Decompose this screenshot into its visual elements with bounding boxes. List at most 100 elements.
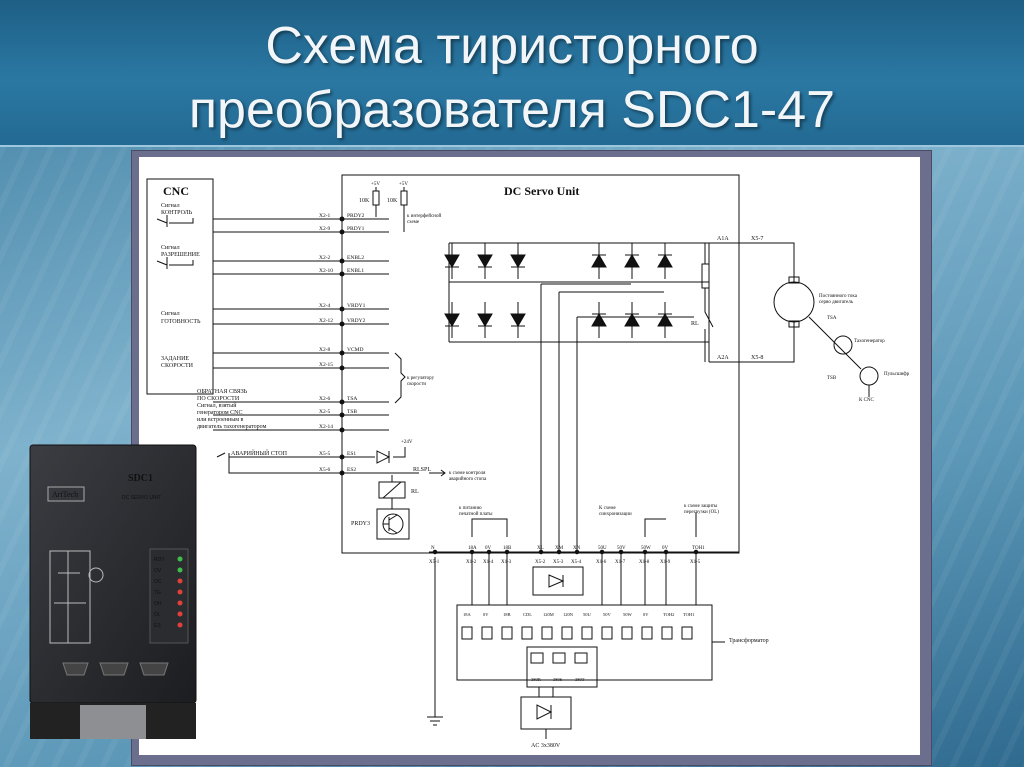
ac-label: AC 3x380V (531, 743, 561, 749)
bottom-net: 50W (641, 546, 651, 551)
pin-net: PRDY2 (347, 213, 365, 219)
motor-label-1: Постоянного тока (819, 294, 858, 299)
tachogenerator (833, 335, 853, 355)
resistor-2 (400, 190, 408, 206)
transformer-net: CDL (523, 612, 532, 617)
pin-dot (339, 229, 345, 235)
pin-number: X2-6 (319, 396, 331, 402)
transformer-winding (501, 626, 513, 640)
relay-coil (382, 481, 402, 499)
note-supply-2: печатной платы (459, 512, 493, 517)
transformer-net: 0V (483, 612, 489, 617)
cnc-box (146, 178, 214, 395)
to-cnc-label: К CNC (859, 398, 875, 403)
bottom-pin: X1-4 (483, 560, 494, 565)
device-led-label: OV (154, 568, 162, 574)
transformer-net: 0V (643, 612, 649, 617)
device-cable-connector (80, 705, 146, 739)
note-interface-1: к интерфейсной (407, 214, 441, 219)
bottom-net: 50U (598, 546, 607, 551)
transformer-winding (581, 626, 593, 640)
pin-dot (339, 427, 345, 433)
signal-control-2: КОНТРОЛЬ (161, 210, 193, 216)
rl-contact-label: RL (691, 321, 699, 327)
thyristor-bridge (444, 243, 673, 338)
pin-dot (339, 365, 345, 371)
cnc-label: CNC (163, 184, 189, 198)
device-subtitle: DC SERVO UNIT (122, 495, 161, 501)
primary-net: 380T (575, 677, 585, 682)
transformer-winding (621, 626, 633, 640)
transformer-winding (481, 626, 493, 640)
x58-label: X5-8 (751, 355, 763, 361)
note-sync-1: К схеме (599, 506, 616, 511)
primary-net: 380R (531, 677, 541, 682)
ground-symbol (427, 557, 443, 726)
device-led-label: OL (154, 612, 161, 618)
device-motor-graphic (88, 567, 104, 583)
slide-title: Схема тиристорного преобразователя SDC1-… (0, 14, 1024, 142)
bottom-dot (538, 549, 544, 555)
pin-number: X2-1 (319, 213, 331, 219)
transistor-leads (383, 514, 398, 534)
bottom-pin: X1-3 (501, 560, 512, 565)
pin-dot (339, 321, 345, 327)
transformer-net: TOH1 (683, 612, 694, 617)
pin-dot (339, 412, 345, 418)
device-illustration: ArtTech SDC1 DC SERVO UNIT RDYOVOCTGOHOL… (29, 444, 197, 739)
x57-label: X5-7 (751, 236, 763, 242)
note-estop-1: к схеме контроля (449, 471, 486, 476)
servo-unit-label: DC Servo Unit (504, 184, 579, 198)
bottom-pin: X5-2 (535, 560, 546, 565)
pin-net: VRDY1 (347, 303, 366, 309)
sync-block (532, 566, 584, 596)
note-interface-2: схеме (407, 220, 420, 225)
bridge-bus (448, 242, 710, 362)
bottom-connector-row: NX5-118AX1-20VX1-418BX1-3XLX5-2XMX5-3XNX… (429, 512, 739, 605)
bottom-net: XM (555, 546, 564, 551)
pin-number: X2-4 (319, 303, 331, 309)
input-block (520, 696, 572, 730)
device-model: SDC1 (128, 473, 153, 484)
regulator-brace (394, 352, 406, 404)
bottom-pin: X1-2 (466, 560, 477, 565)
primary-winding (530, 652, 544, 664)
device-led-panel (149, 548, 189, 644)
signal-control-1: Сигнал (161, 203, 180, 209)
transformer-net: TOH2 (663, 612, 674, 617)
pin-number: X2-8 (319, 347, 331, 353)
device-connectors (62, 662, 169, 676)
note-regulator-1: к регулятору (407, 376, 435, 381)
supply-5v-1: +5V (371, 182, 380, 187)
estop-diode (376, 450, 391, 464)
resistor-2-label: 10K (387, 198, 398, 204)
signal-feedback-3: Сигнал, взятый (197, 402, 237, 409)
transistor-box (376, 508, 410, 540)
bottom-net: N (431, 546, 435, 551)
pin-net: VCMD (347, 347, 364, 353)
signal-feedback-6: двигатель тахогенератором (197, 424, 267, 430)
pin-number: X5-6 (319, 467, 331, 473)
bottom-net: 0V (485, 546, 492, 551)
motor-wires (709, 242, 795, 363)
note-estop-2: аварийного стопа (449, 477, 487, 482)
device-logo-box (47, 486, 85, 502)
pin-dot (339, 216, 345, 222)
signal-estop: АВАРИЙНЫЙ СТОП (231, 449, 288, 457)
resistor-1-label: 10K (359, 198, 370, 204)
note-overload-1: к схеме защиты (684, 504, 718, 509)
transformer-net: 18A (463, 612, 472, 617)
note-sync-2: синхронизации (599, 512, 632, 517)
signal-feedback-2: ПО СКОРОСТИ (197, 396, 240, 402)
bottom-pin: X5-3 (553, 560, 564, 565)
bottom-pin: X5-1 (429, 560, 440, 565)
transformer-winding (541, 626, 553, 640)
primary-winding (552, 652, 566, 664)
phase-lines (540, 283, 694, 552)
slide-title-line2: преобразователя SDC1-47 (188, 81, 836, 139)
